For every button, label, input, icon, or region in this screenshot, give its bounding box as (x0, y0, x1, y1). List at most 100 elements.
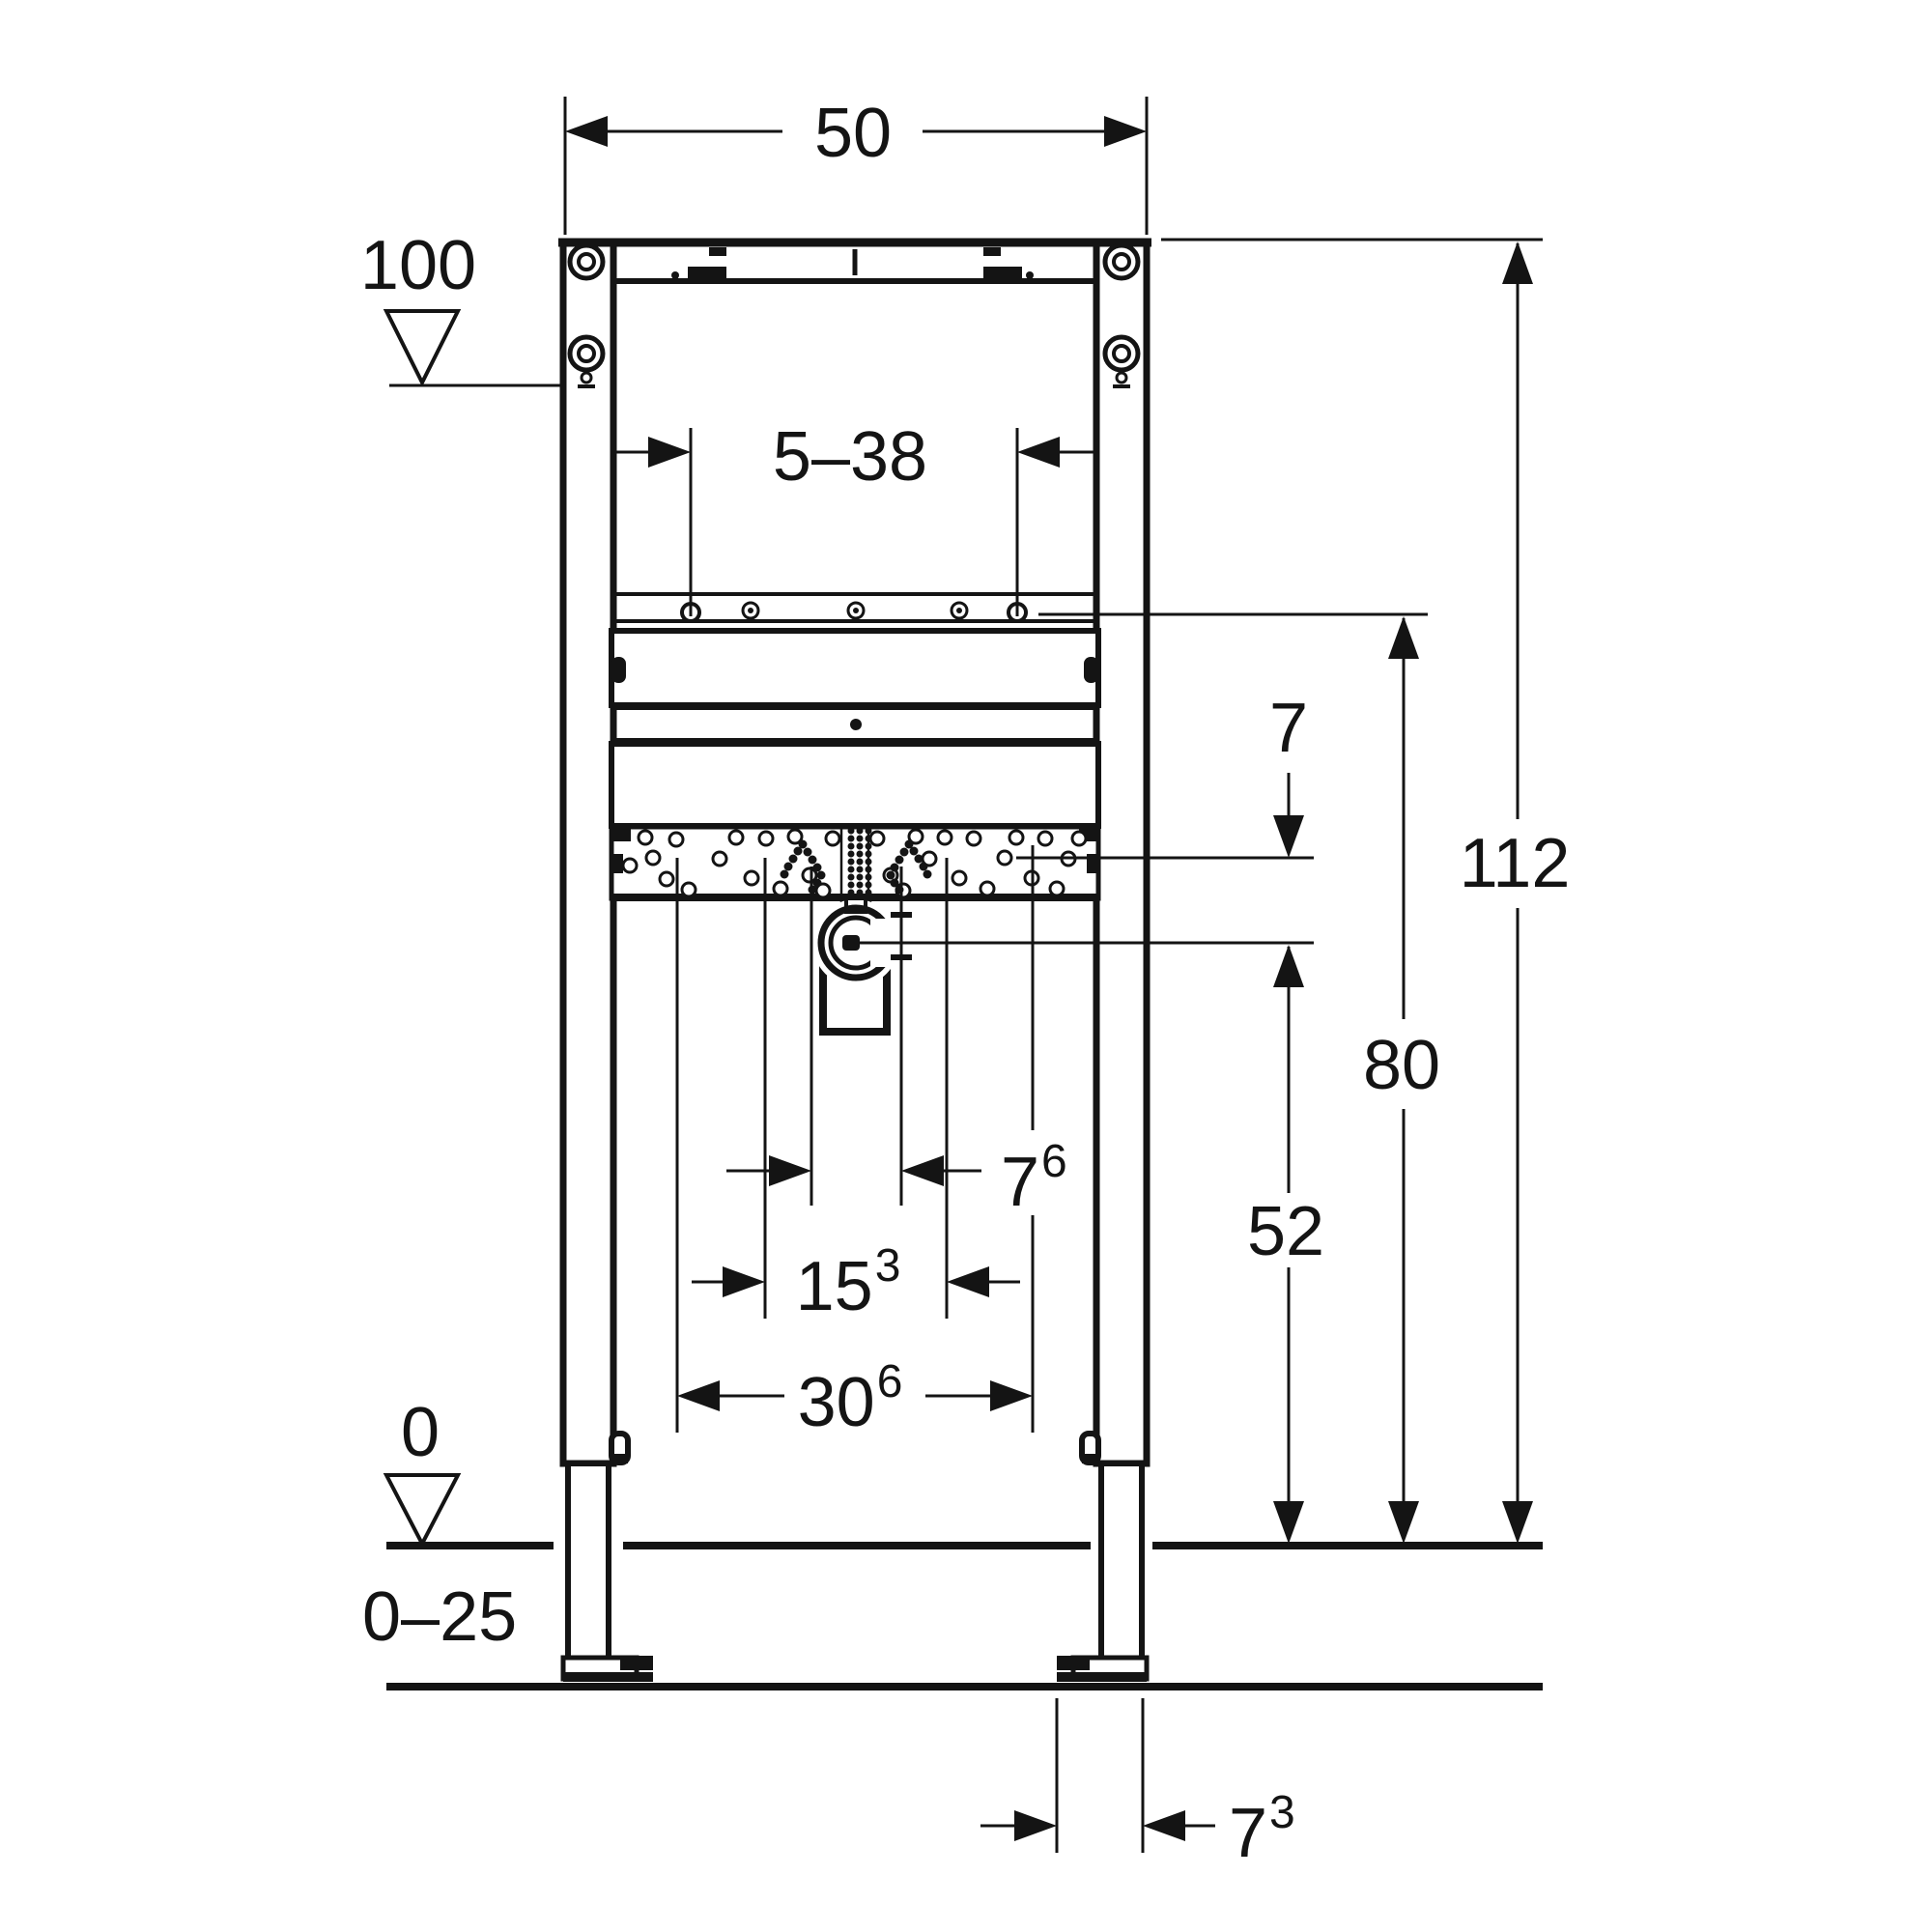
dim-spacing-outer: 306 (677, 1356, 1033, 1441)
perforation-dot (865, 858, 872, 866)
clip-dot (671, 271, 679, 279)
dim-label-tap-range: 5–38 (773, 418, 927, 496)
perforation-dot (899, 847, 909, 857)
perforation-dot (847, 873, 855, 881)
right-foot (1057, 1655, 1150, 1682)
dim-drain-height: 52 (856, 941, 1324, 1544)
arrow-down-icon (1273, 1501, 1304, 1544)
arrow-right-icon (990, 1380, 1033, 1411)
perforation-dot (621, 857, 639, 874)
dim-rail-height: 80 (1038, 612, 1440, 1544)
perforation-dot (1048, 880, 1065, 897)
perforation-dot (856, 835, 864, 842)
extension-lines (675, 845, 1035, 1433)
perforation-dot (904, 839, 914, 849)
dim-drain-offset: 76 (726, 1136, 1067, 1221)
arrow-left-icon (1143, 1810, 1185, 1841)
dim-frame-width: 50 (563, 95, 1149, 235)
perforation-dot (772, 880, 789, 897)
datum-100: 100 (360, 227, 566, 387)
perforation-dot (824, 830, 841, 847)
rail-screw-icon (680, 601, 1028, 623)
perforation-dot (909, 846, 919, 856)
perforation-dot (1037, 830, 1054, 847)
perforation-dot (743, 869, 760, 887)
dim-label-drain-height: 52 (1247, 1193, 1324, 1270)
perforation-dot (1008, 829, 1025, 846)
perforation-dot (996, 849, 1013, 867)
perforation-dot (868, 830, 886, 847)
clip-tab (983, 247, 1001, 256)
arrow-right-icon (1104, 116, 1147, 147)
perforation-dot (808, 855, 817, 865)
dim-label-rail-height: 80 (1363, 1027, 1440, 1104)
plate-tab (611, 854, 623, 873)
left-foot (560, 1655, 653, 1682)
dim-label-floor-range: 0–25 (362, 1578, 517, 1656)
perforation-dot (979, 880, 996, 897)
perforation-dot (783, 862, 793, 871)
upper-crossbar (609, 628, 1101, 708)
arrow-left-icon (677, 1380, 720, 1411)
screw-icon (567, 334, 606, 388)
perforation-dot (865, 850, 872, 858)
dim-label-upper-datum: 100 (360, 227, 476, 304)
screw-icon (1102, 334, 1141, 388)
perforation-dot (890, 863, 899, 872)
perforation-dot (803, 847, 812, 857)
perforation-dot (680, 881, 697, 898)
dim-label-spacing-inner: 153 (796, 1240, 901, 1325)
perforation-dot (757, 830, 775, 847)
arrow-down-icon (1388, 1501, 1419, 1544)
perforation-dot (812, 878, 822, 888)
perforation-dot (865, 866, 872, 873)
arrow-left-icon (901, 1155, 944, 1186)
dim-tap-rail-range: 5–38 (611, 418, 1096, 616)
clip-tab (709, 247, 726, 256)
perforation-dot (951, 869, 968, 887)
perforation-dot (812, 863, 822, 872)
perforation-dot (856, 889, 864, 896)
perforation-dot (965, 830, 982, 847)
drain-center-nub (842, 935, 860, 951)
perforation-dot (856, 858, 864, 866)
arrow-right-icon (769, 1155, 811, 1186)
dim-label-drain-offset: 76 (1001, 1136, 1067, 1221)
arrow-up-icon (1273, 945, 1304, 987)
dim-foot-offset: 73 (980, 1698, 1295, 1872)
perforation-dot (865, 881, 872, 889)
screw-icon (1102, 242, 1141, 281)
dim-label-spacing-outer: 306 (798, 1356, 903, 1441)
perforation-dot (786, 828, 804, 845)
dim-total-height: 112 (1161, 238, 1570, 1544)
perforation-dot (907, 828, 924, 845)
side-lug (1084, 657, 1098, 683)
clip-tab (983, 267, 1022, 279)
arrow-right-icon (723, 1266, 765, 1297)
dim-label-foot-offset: 73 (1229, 1787, 1295, 1872)
lower-crossbar (609, 741, 1101, 829)
perforation-dot (1070, 830, 1088, 847)
perforation-dot (895, 855, 904, 865)
arrow-up-icon (1502, 242, 1533, 284)
arrow-down-icon (1502, 1501, 1533, 1544)
perforation-dot (923, 869, 932, 879)
datum-0: 0 (383, 1394, 462, 1548)
perforation-dot (644, 849, 662, 867)
perforation-dot (780, 869, 789, 879)
perforation-dot (847, 850, 855, 858)
frame (558, 238, 1151, 1682)
perforation-dot (865, 835, 872, 842)
perforation-dot (936, 829, 953, 846)
perforation-dot (798, 839, 808, 849)
perforation-dot (856, 850, 864, 858)
plate-tab (611, 827, 631, 841)
middle-band (611, 706, 1098, 742)
screw-icon (567, 242, 606, 281)
perforation-dot (847, 835, 855, 842)
datum-triangle-icon (383, 309, 462, 387)
arrow-left-icon (565, 116, 608, 147)
perforation-dot (886, 870, 895, 880)
datum-triangle-icon (383, 1473, 462, 1548)
